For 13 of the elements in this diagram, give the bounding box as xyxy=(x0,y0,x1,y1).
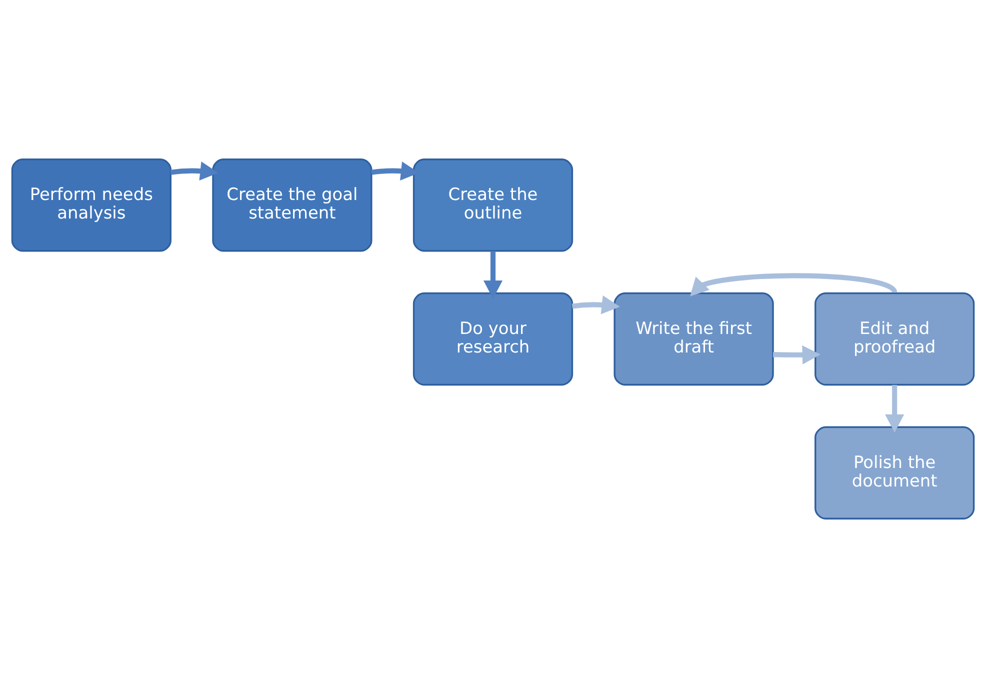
arrow xyxy=(690,272,897,296)
arrow xyxy=(170,160,218,180)
node-box: Create the goal statement xyxy=(212,158,372,252)
node-box: Edit and proofread xyxy=(814,292,975,386)
arrow xyxy=(572,294,620,314)
node-box: Do your research xyxy=(412,292,574,386)
node-box: Perform needs analysis xyxy=(11,158,172,252)
node-box: Write the first draft xyxy=(614,292,774,386)
arrow xyxy=(483,250,503,298)
arrow xyxy=(772,344,821,364)
node-box: Create the outline xyxy=(412,158,574,252)
arrow xyxy=(885,384,904,432)
node-box: Polish the document xyxy=(814,426,975,519)
